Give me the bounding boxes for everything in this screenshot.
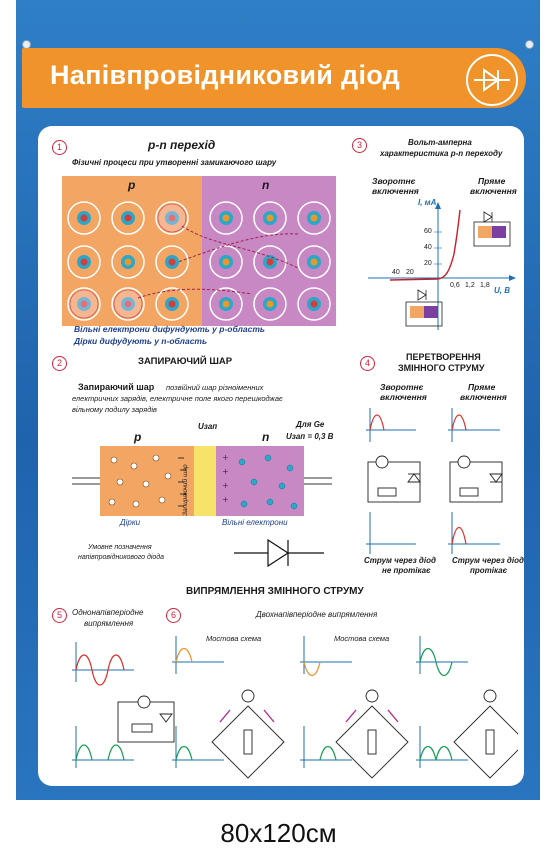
p-layer-label: p (134, 430, 142, 444)
barrier-def-1: позвійний шар різноіменних (166, 383, 264, 392)
iv-y-tick-40: 40 (424, 244, 432, 251)
iv-forward-label-2: включення (470, 186, 517, 196)
barrier-voltage-label: Uзап (198, 422, 218, 431)
section-number-4: 4 (360, 356, 375, 371)
rectification-title: ВИПРЯМЛЕННЯ ЗМІННОГО СТРУМУ (186, 586, 364, 597)
n-layer-label: n (262, 430, 270, 444)
ac-reverse-label-2: включення (380, 392, 427, 402)
diode-symbol-icon (466, 54, 518, 106)
free-electrons-label: Вільні електрони (222, 518, 288, 527)
ac-conversion-diagrams (366, 408, 503, 554)
diode-symbol-caption-1: Умовне позначення (88, 544, 152, 551)
content-panel: 1 p-n перехід Фізичні процеси при утворе… (38, 126, 524, 786)
section-number-1: 1 (52, 140, 67, 155)
diode-schematic-icon (234, 538, 324, 568)
svg-text:+: + (222, 467, 229, 476)
iv-reverse-label-2: включення (372, 186, 419, 196)
iv-title-line2: характеристика р-n переходу (380, 149, 503, 158)
mount-pin-tr (525, 40, 534, 49)
iv-x-tick-18: 1,8 (480, 282, 490, 289)
section-number-5: 5 (52, 608, 67, 623)
half-wave-title-1: Однонапівперіодне (72, 608, 144, 617)
iv-reverse-label-1: Зворотнє (372, 176, 416, 186)
pn-junction-title: p-n перехід (148, 138, 216, 152)
holes-label: Дірки (120, 518, 141, 527)
barrier-def-2: електричних зарядів, електричне поле яко… (72, 394, 283, 403)
iv-x-tick-06: 0,6 (450, 282, 460, 289)
title-banner: Напівпровідниковий діод (22, 48, 526, 108)
iv-neg-tick-40: 40 (392, 269, 400, 276)
ac-conversion-title-2: ЗМІННОГО СТРУМУ (398, 363, 485, 373)
size-caption: 80x120см (220, 818, 337, 848)
pn-junction-subtitle: Фізичні процеси при утворенні замикаючог… (72, 158, 277, 167)
ac-forward-label-1: Пряме (468, 382, 496, 392)
iv-characteristic-chart (368, 202, 516, 330)
ge-voltage-value: Uзап = 0,3 В (286, 432, 334, 441)
n-region-label: n (262, 178, 270, 192)
iv-y-tick-60: 60 (424, 228, 432, 235)
iv-neg-tick-20: 20 (406, 269, 414, 276)
barrier-layer-band-label: Запираючий шар (182, 464, 189, 516)
iv-title-line1: Вольт-амперна (408, 138, 472, 147)
no-current-label-2: не протікає (382, 566, 431, 575)
ge-note: Для Ge (296, 420, 325, 429)
page-title: Напівпровідниковий діод (50, 60, 401, 90)
bridge-label-2: Мостова схема (334, 634, 390, 643)
current-label-1: Струм через діод (452, 556, 524, 565)
pn-junction-diagram: p n (62, 176, 336, 326)
barrier-term: Запираючий шар (78, 382, 155, 392)
iv-y-tick-20: 20 (424, 260, 432, 267)
iv-x-tick-12: 1,2 (465, 282, 475, 289)
poster-board: Напівпровідниковий діод 1 p-n перехід Фі… (16, 0, 540, 800)
current-label-2: протікає (470, 566, 508, 575)
section-number-3: 3 (352, 138, 367, 153)
barrier-layer-diagram: + + + + (72, 446, 332, 516)
full-wave-title: Двохнапівперіодне випрямлення (256, 610, 378, 619)
diffusion-note-electrons: Вільні електрони дифундують у р-область (74, 324, 265, 334)
rectifier-circuits (72, 636, 518, 779)
diode-symbol-caption-2: напівпровідникового діода (78, 554, 165, 561)
svg-text:+: + (222, 495, 229, 504)
svg-text:+: + (222, 481, 229, 490)
diffusion-note-holes: Дірки дифудують у n-область (74, 336, 208, 346)
ac-reverse-label-1: Зворотнє (380, 382, 424, 392)
section-number-6: 6 (166, 608, 181, 623)
bridge-label-1: Мостова схема (206, 634, 262, 643)
barrier-layer-title: ЗАПИРАЮЧИЙ ШАР (138, 356, 233, 367)
no-current-label-1: Струм через діод (364, 556, 436, 565)
iv-forward-label-1: Пряме (478, 176, 506, 186)
barrier-def-3: вільному подилу зарядів (72, 405, 157, 414)
iv-x-axis-label: U, В (494, 286, 510, 295)
iv-y-axis-label: I, мА (418, 198, 437, 207)
half-wave-title-2: випрямлення (84, 619, 134, 628)
svg-text:+: + (222, 453, 229, 462)
p-region-label: p (128, 178, 136, 192)
section-number-2: 2 (52, 356, 67, 371)
ac-forward-label-2: включення (460, 392, 507, 402)
atom-lattice (67, 201, 331, 321)
ac-conversion-title-1: ПЕРЕТВОРЕННЯ (406, 352, 481, 362)
